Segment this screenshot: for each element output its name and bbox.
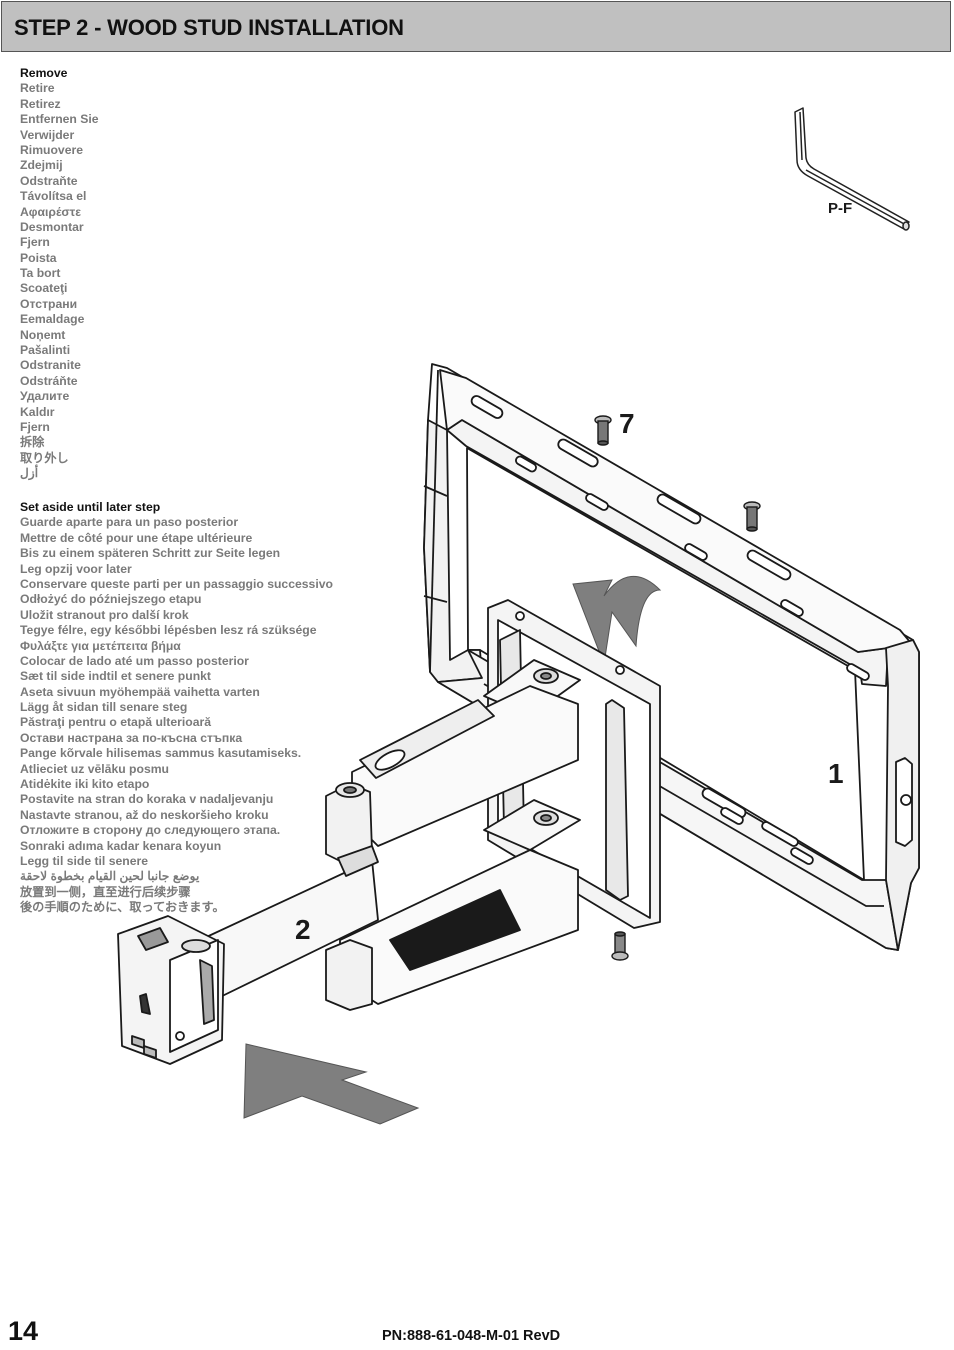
remove-translation-line: Отстрани — [20, 296, 78, 311]
set-aside-translation-line: Sonraki adıma kadar kenara koyun — [20, 838, 222, 853]
remove-translation-line: Odstráňte — [20, 373, 78, 388]
set-aside-translation-line: Set aside until later step — [20, 500, 161, 514]
remove-translation-line: 取り外し — [20, 450, 69, 465]
remove-translation-line: Eemaldage — [20, 312, 85, 327]
remove-translation-line: Desmontar — [20, 219, 84, 234]
remove-translation-line: Fjern — [20, 419, 50, 434]
part-number: PN:888-61-048-M-01 RevD — [382, 1328, 561, 1344]
wall-plate-icon — [423, 363, 920, 951]
set-aside-translation-line: Pange kõrvale hilisemas sammus kasutamis… — [20, 746, 302, 761]
remove-translation-line: 拆除 — [20, 435, 45, 450]
remove-translation-line: Retirez — [20, 96, 61, 111]
set-aside-translation-line: Guarde aparte para un paso posterior — [20, 515, 239, 530]
remove-translation-line: Verwijder — [20, 127, 75, 142]
bolt-callout: 7 — [619, 408, 635, 439]
set-aside-translation-line: Odłożyć do późniejszego etapu — [20, 592, 202, 607]
remove-translation-line: Zdejmij — [20, 158, 63, 173]
remove-translation-line: Αφαιρέστε — [20, 204, 81, 219]
set-aside-translation-line: Aseta sivuun myöhempää vaihetta varten — [20, 684, 260, 699]
set-aside-translation-line: Păstraţi pentru o etapă ulterioară — [20, 715, 211, 730]
tool-label: P-F — [828, 200, 853, 217]
remove-translation-line: Удалите — [20, 389, 70, 404]
remove-translation-line: Poista — [20, 250, 57, 265]
set-aside-translation-line: Nastavte stranou, až do neskoršieho krok… — [20, 807, 269, 822]
remove-translation-line: Odstraňte — [20, 173, 78, 188]
bolt-icon — [594, 415, 612, 446]
set-aside-translation-line: Leg opzij voor later — [20, 561, 132, 576]
swing-arm-icon — [117, 599, 661, 1065]
remove-translation-line: Scoateţi — [20, 281, 68, 296]
set-aside-translation-line: Остави настрана за по-късна стъпка — [20, 730, 243, 745]
set-aside-translation-line: Conservare queste parti per un passaggio… — [20, 576, 333, 591]
rotate-arrow-icon — [572, 575, 662, 666]
set-aside-translation-line: Φυλάξτε για μετέπειτα βήμα — [20, 638, 181, 653]
set-aside-translation-line: Отложите в сторону до следующего этапа. — [20, 823, 281, 838]
hex-key-icon — [794, 107, 910, 231]
remove-translation-line: أزل — [20, 466, 39, 481]
plate-callout: 1 — [828, 758, 844, 789]
arm-callout: 2 — [295, 914, 311, 945]
bolt-icon — [743, 501, 761, 532]
set-aside-translation-line: Postavite na stran do koraka v nadaljeva… — [20, 792, 274, 807]
set-aside-translation-line: Mettre de côté pour une étape ultérieure — [20, 530, 253, 545]
set-aside-translation-line: 放置到一侧，直至进行后续步骤 — [20, 884, 191, 899]
remove-translation-line: Rimuovere — [20, 142, 83, 157]
remove-translation-line: Távolítsa el — [20, 189, 87, 204]
remove-translation-line: Noņemt — [20, 327, 66, 342]
set-aside-translation-line: Atidėkite iki kito etapo — [20, 777, 150, 792]
set-aside-translation-line: Atlieciet uz vēlāku posmu — [20, 761, 169, 776]
set-aside-translation-line: Uložit stranout pro další krok — [20, 607, 189, 622]
set-aside-translation-line: Legg til side til senere — [20, 853, 149, 868]
set-aside-translation-line: يوضع جانبا لحين القيام بخطوة لاحقة — [20, 869, 200, 884]
step-title: STEP 2 - WOOD STUD INSTALLATION — [14, 15, 404, 40]
step-header: STEP 2 - WOOD STUD INSTALLATION — [1, 1, 951, 52]
set-aside-translation-line: 後の手順のために、取っておきます。 — [20, 900, 225, 915]
remove-translation-line: Pašalinti — [20, 343, 71, 358]
remove-translation-line: Ta bort — [20, 266, 61, 281]
remove-translation-line: Retire — [20, 81, 55, 96]
page-number: 14 — [8, 1316, 39, 1346]
bolt-icon — [611, 931, 629, 961]
remove-translation-line: Remove — [20, 66, 68, 80]
remove-translation-line: Entfernen Sie — [20, 112, 99, 127]
set-aside-translation-line: Bis zu einem späteren Schritt zur Seite … — [20, 546, 281, 561]
remove-translation-line: Kaldır — [20, 404, 55, 419]
set-aside-translation-line: Tegye félre, egy későbbi lépésben lesz r… — [20, 623, 317, 638]
set-aside-translation-line: Lägg åt sidan till senare steg — [20, 700, 188, 715]
remove-translation-line: Odstranite — [20, 358, 81, 373]
remove-translation-line: Fjern — [20, 235, 50, 250]
pull-out-arrow-icon — [243, 1043, 420, 1125]
set-aside-translation-line: Sæt til side indtil et senere punkt — [20, 669, 211, 684]
set-aside-translation-line: Colocar de lado até um passo posterior — [20, 653, 249, 668]
